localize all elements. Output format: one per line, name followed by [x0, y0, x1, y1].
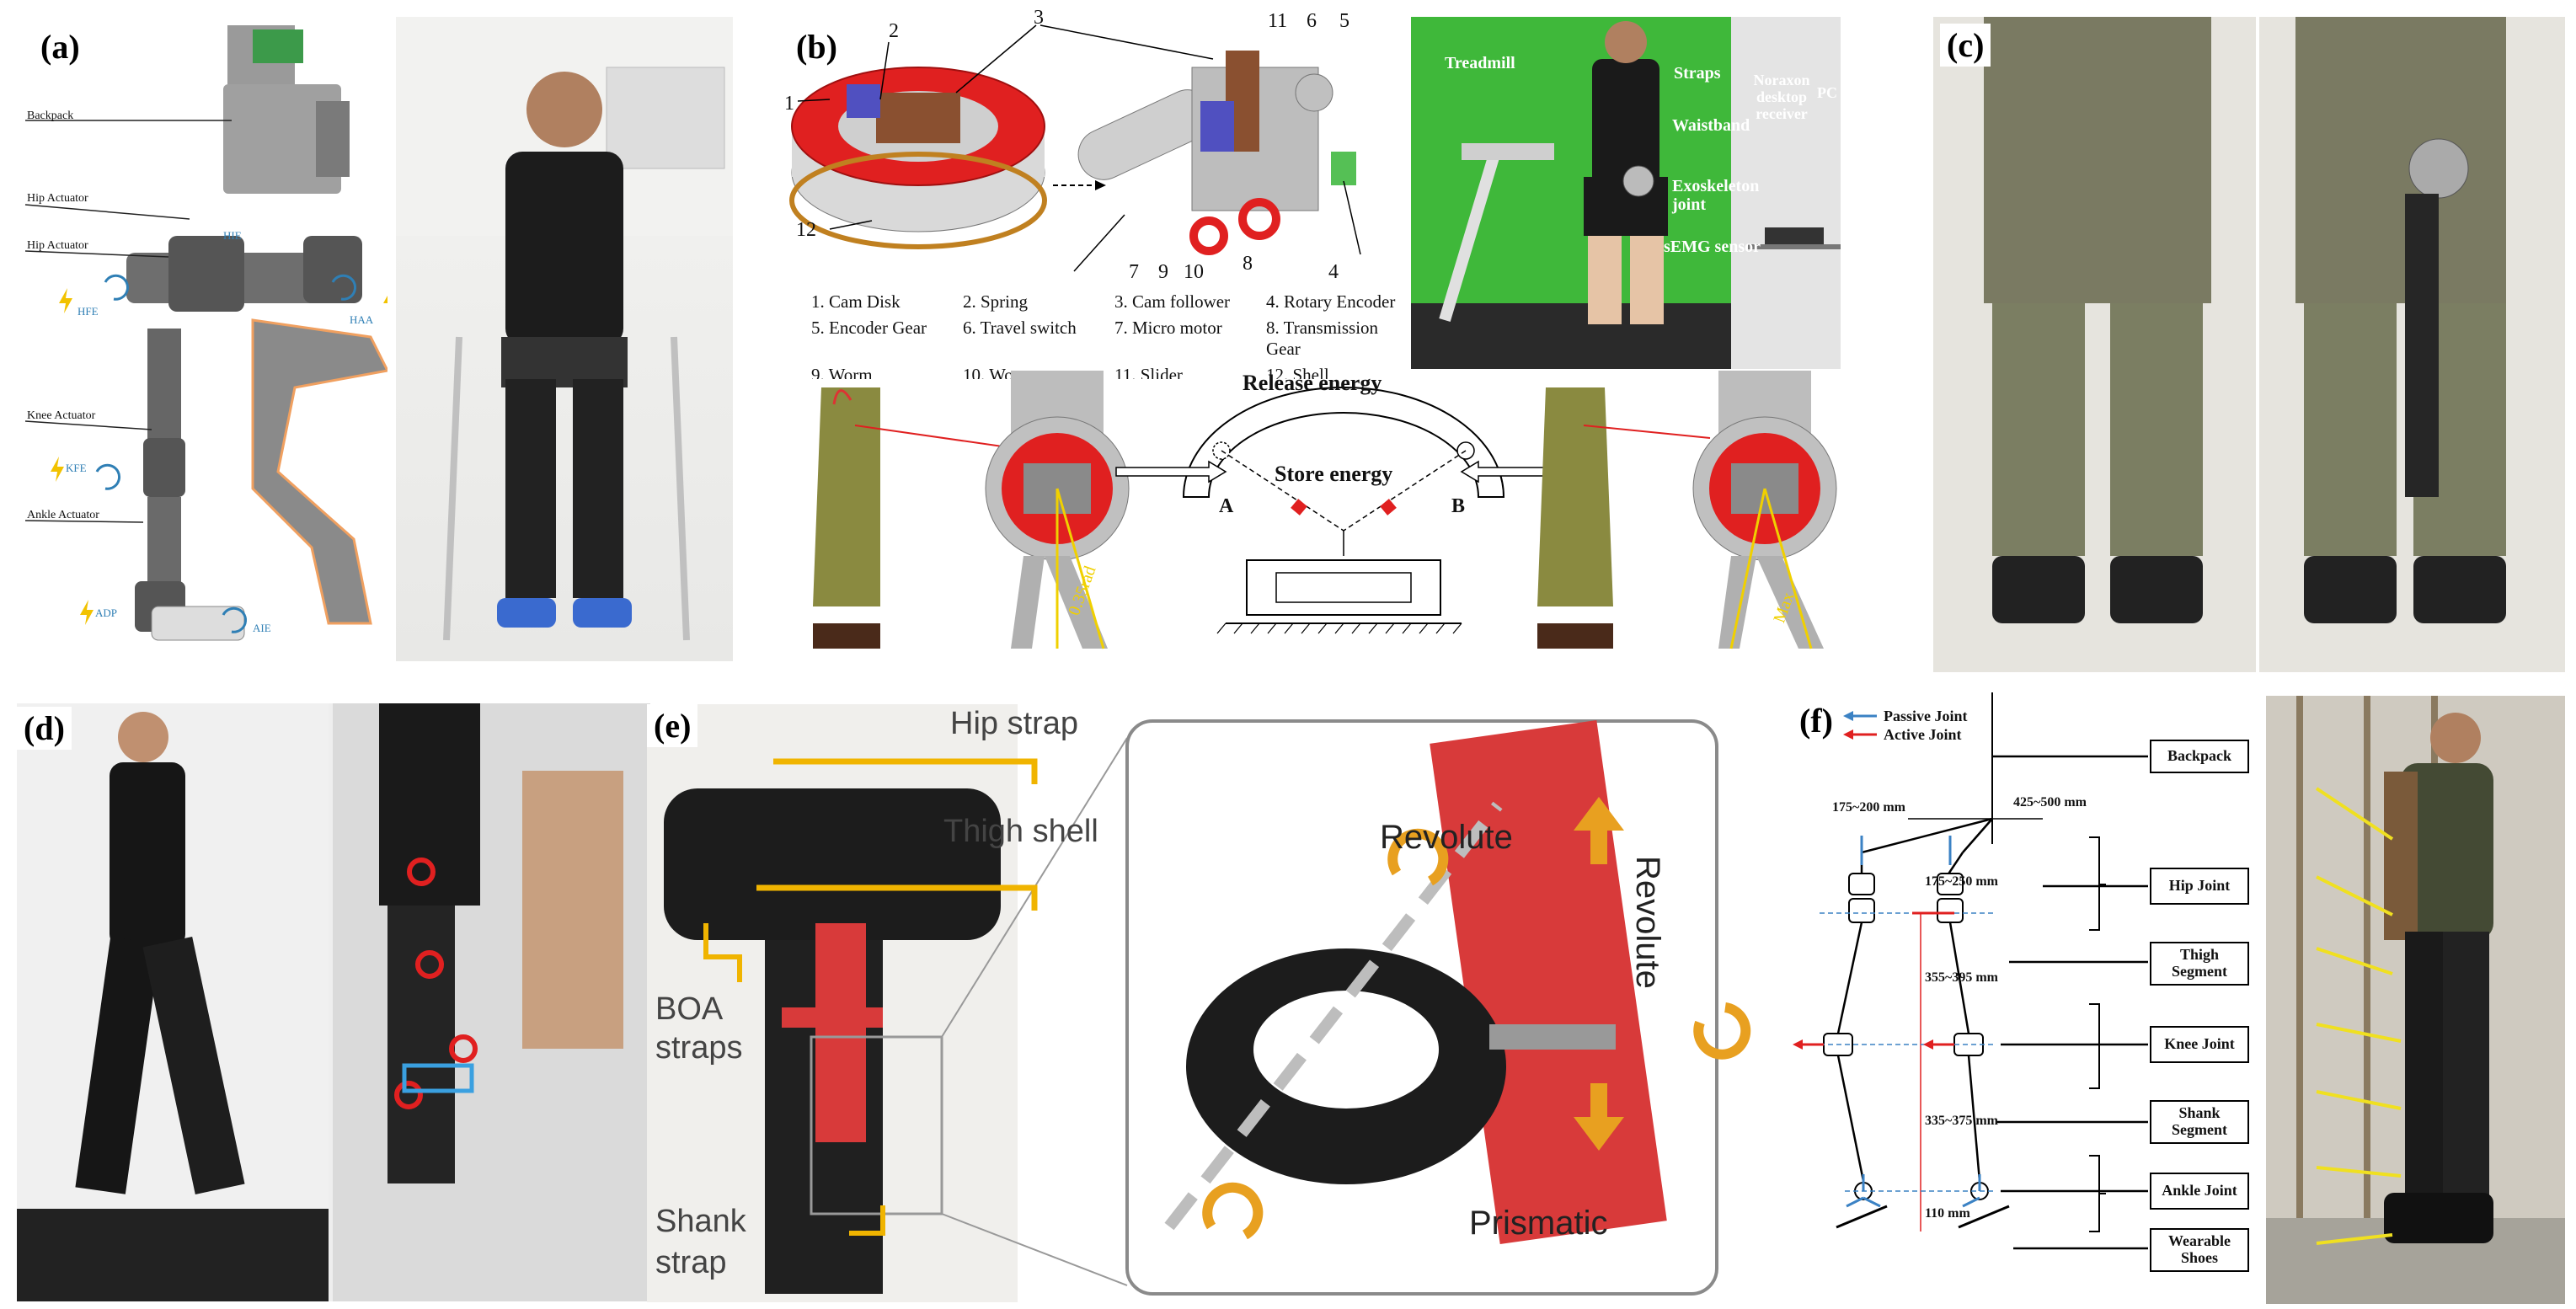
knee-exo-scene	[647, 704, 1751, 1302]
thigh-segment-box: Thigh Segment	[2150, 942, 2249, 986]
release-energy-label: Release energy	[1243, 371, 1382, 395]
panel-b-label: (b)	[789, 25, 844, 68]
panel-f-label: (f)	[1793, 699, 1840, 742]
hip-joint-box: Hip Joint	[2150, 868, 2249, 905]
aie-label: AIE	[253, 622, 271, 634]
legend-item: 4. Rotary Encoder	[1266, 291, 1396, 312]
point-b-label: B	[1451, 495, 1466, 517]
shank-segment-box: Shank Segment	[2150, 1100, 2249, 1144]
parts-legend: 1. Cam Disk 2. Spring 3. Cam follower 4.…	[811, 291, 1401, 379]
kfe-label: KFE	[66, 462, 87, 474]
callout-10: 10	[1184, 261, 1204, 283]
treadmill-scene	[1411, 17, 1841, 369]
wearer-side-view	[2266, 696, 2565, 1304]
dim-175-200: 175~200 mm	[1832, 800, 1905, 815]
hip-actuator-label-2: Hip Actuator	[27, 239, 88, 252]
panel-b: (b) 1 2 3 11 6 5 12 7 9 10	[754, 0, 1411, 379]
callout-9: 9	[1158, 261, 1168, 283]
energy-storage-diagram	[813, 371, 1837, 649]
legend-item: 11. Slider	[1114, 365, 1183, 379]
kinematic-diagram	[1793, 692, 2148, 1250]
callout-1: 1	[784, 93, 794, 115]
store-energy-label: Store energy	[1275, 462, 1393, 486]
adp-label: ADP	[95, 606, 118, 619]
ankle-actuator-label: Ankle Actuator	[27, 509, 99, 521]
callout-11: 11	[1268, 10, 1288, 32]
knee-joint-box: Knee Joint	[2150, 1026, 2249, 1063]
dim-425-500: 425~500 mm	[2013, 795, 2087, 809]
callout-2: 2	[889, 20, 899, 42]
panel-a-photo	[396, 17, 733, 661]
panel-b-energy: Release energy Store energy A B 0.35rad …	[754, 371, 1841, 665]
haa-label: HAA	[350, 313, 374, 326]
straps-label: Straps	[1674, 64, 1721, 83]
panel-a: (a) Backpack Hip Act	[0, 0, 387, 665]
legend-item: 2. Spring	[963, 291, 1029, 312]
legend-item: 1. Cam Disk	[811, 291, 901, 312]
revolute-label-2: Revolute	[1629, 856, 1666, 989]
dim-335-375: 335~375 mm	[1925, 1114, 1998, 1128]
user-crutches-illustration	[396, 17, 733, 641]
legend-item: 8. Transmission Gear	[1266, 318, 1379, 359]
panel-e-label: (e)	[647, 704, 698, 747]
panel-c-label: (c)	[1940, 24, 1991, 67]
knee-actuator-label: Knee Actuator	[27, 409, 96, 422]
thigh-shell-label: Thigh shell	[943, 814, 1098, 849]
hie-label: HIE	[223, 229, 242, 242]
hip-strap-label: Hip strap	[950, 706, 1079, 741]
legend-item: 3. Cam follower	[1114, 291, 1231, 312]
ankle-joint-box: Ankle Joint	[2150, 1173, 2249, 1210]
hfe-label: HFE	[77, 305, 99, 318]
boa-straps-label: BOA straps	[655, 991, 743, 1066]
callout-5: 5	[1339, 10, 1349, 32]
revolute-label-1: Revolute	[1380, 819, 1513, 856]
treadmill-label: Treadmill	[1445, 54, 1515, 72]
legend-item: 9. Worm	[811, 365, 873, 379]
legend-item: 6. Travel switch	[963, 318, 1077, 338]
waistband-label: Waistband	[1672, 116, 1750, 135]
dim-355-395: 355~395 mm	[1925, 970, 1998, 985]
backpack-box: Backpack	[2150, 740, 2249, 773]
legend-item: 5. Encoder Gear	[811, 318, 927, 338]
panel-a-label: (a)	[34, 25, 87, 68]
cam-mechanism-diagram	[789, 24, 1361, 272]
backpack-label: Backpack	[27, 110, 74, 122]
shank-strap-label: Shank strap	[655, 1204, 746, 1281]
hip-actuator-label-1: Hip Actuator	[27, 192, 88, 205]
panel-d-label: (d)	[17, 707, 72, 750]
callout-7: 7	[1129, 261, 1139, 283]
panel-c-photo: (c)	[1933, 17, 2565, 672]
callout-4: 4	[1328, 261, 1339, 283]
passive-joint-legend: Passive Joint	[1884, 708, 1968, 724]
panel-f: (f)	[1786, 692, 2266, 1303]
wearable-shoes-box: Wearable Shoes	[2150, 1228, 2249, 1272]
callout-6: 6	[1307, 10, 1317, 32]
callout-3: 3	[1034, 7, 1044, 29]
panel-f-photo	[2266, 696, 2565, 1304]
callout-12: 12	[796, 219, 816, 241]
active-joint-legend: Active Joint	[1884, 726, 1962, 743]
point-a-label: A	[1219, 495, 1234, 517]
camo-legs-scene	[1933, 17, 2565, 672]
panel-e: (e) Hip strap Thigh shell BOA straps Sha…	[647, 704, 1767, 1302]
pc-label: PC	[1817, 84, 1837, 101]
noraxon-label: Noraxon desktop receiver	[1753, 72, 1810, 122]
dim-110: 110 mm	[1925, 1206, 1970, 1221]
legend-item: 12. Shell	[1266, 365, 1329, 379]
panel-b-treadmill-photo: Treadmill Straps Waistband Exoskeleton j…	[1411, 17, 1841, 369]
panel-d-photo: (d)	[17, 703, 650, 1301]
dim-175-250: 175~250 mm	[1925, 874, 1998, 889]
prosthesis-walking-scene	[17, 703, 650, 1301]
exoskeleton-render	[24, 25, 387, 641]
prismatic-label: Prismatic	[1469, 1205, 1608, 1242]
legend-item: 7. Micro motor	[1114, 318, 1222, 338]
semg-label: sEMG sensor	[1664, 238, 1761, 256]
callout-8: 8	[1243, 253, 1253, 275]
exo-joint-label: Exoskeleton joint	[1672, 177, 1760, 214]
